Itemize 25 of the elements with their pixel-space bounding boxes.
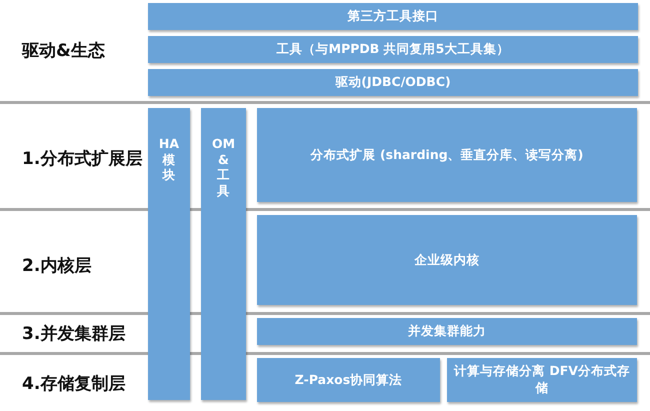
layer-label: 2.内核层 [22,255,92,277]
box-text: OM & 工具 [212,136,236,198]
box-text: HA 模块 [158,136,180,183]
layer-label: 驱动&生态 [22,40,105,62]
layer-box [148,36,638,63]
box-text: 驱动(JDBC/ODBC) [335,74,451,91]
layer-box [148,69,638,96]
layer-box [148,3,638,30]
box-text: 计算与存储分离 DFV分布式存储 [452,363,631,397]
box-text: 并发集群能力 [408,323,486,340]
box-text: 工具（与MPPDB 共同复用5大工具集） [276,41,510,58]
layer-box [257,108,637,202]
layer-box [257,318,637,345]
box-text: 第三方工具接口 [348,8,438,25]
layer-label: 4.存储复制层 [22,373,126,395]
layer-box [257,358,440,402]
box-text: 分布式扩展 (sharding、垂直分库、读写分离) [310,146,584,164]
box-text: 企业级内核 [414,252,480,268]
layer-box [447,358,637,402]
vertical-module-bar [201,108,246,400]
layer-label: 1.分布式扩展层 [22,148,142,170]
layer-box [257,215,637,305]
vertical-module-bar [148,108,190,400]
layer-label: 3.并发集群层 [22,323,126,345]
box-text: Z-Paxos协同算法 [294,372,402,388]
